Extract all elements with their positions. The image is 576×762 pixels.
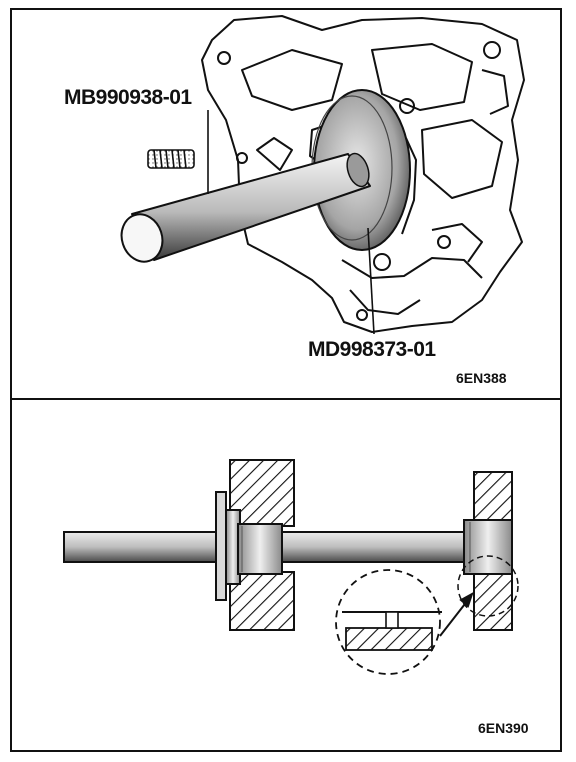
installer-handle-shaft [120, 152, 371, 263]
panel-divider [10, 398, 562, 400]
label-handle-part-number: MB990938-01 [64, 86, 192, 109]
flange-plate [215, 491, 241, 601]
leader-lines [207, 110, 375, 335]
label-disc-part-number: MD998373-01 [308, 338, 436, 361]
left-bushing [237, 523, 283, 575]
detail-arrow [439, 591, 474, 637]
right-bushing [463, 519, 513, 575]
threaded-stud [147, 149, 195, 169]
bottom-panel-illustration [63, 459, 519, 675]
figure-code-bottom: 6EN390 [478, 720, 529, 736]
detail-marker-circle [457, 555, 519, 617]
figure-code-top: 6EN388 [456, 370, 507, 386]
block-holes [217, 41, 501, 321]
top-panel-illustration [120, 15, 525, 335]
detail-view-oil-hole [335, 569, 442, 675]
